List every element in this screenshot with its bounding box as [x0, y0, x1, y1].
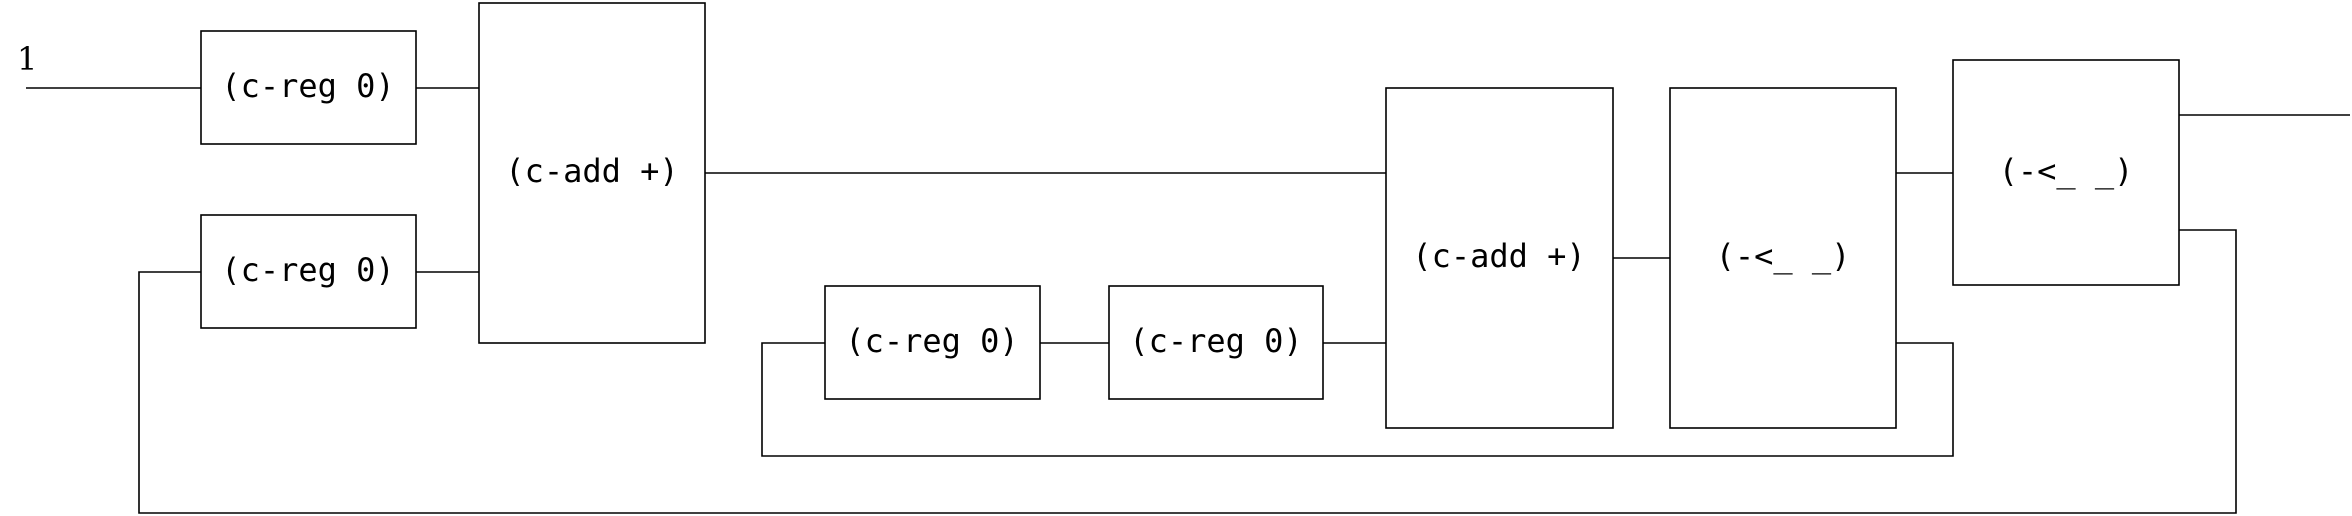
wire-inner-feedback [761, 342, 1954, 457]
wires [26, 87, 2350, 514]
block-split-b-label: (-<_ _) [1999, 152, 2134, 190]
block-reg-d: (c-reg 0) [1108, 285, 1324, 400]
block-split-a-label: (-<_ _) [1716, 237, 1851, 275]
input-label: 1 [17, 40, 37, 78]
wire-outer-feedback [138, 229, 2237, 514]
block-reg-b: (c-reg 0) [200, 214, 417, 329]
block-reg-b-label: (c-reg 0) [221, 251, 394, 289]
block-add-b: (c-add +) [1385, 87, 1614, 429]
block-split-a: (-<_ _) [1669, 87, 1897, 429]
block-reg-d-label: (c-reg 0) [1129, 322, 1302, 360]
block-split-b: (-<_ _) [1952, 59, 2180, 286]
block-reg-c-label: (c-reg 0) [845, 322, 1018, 360]
block-reg-c: (c-reg 0) [824, 285, 1041, 400]
block-reg-a: (c-reg 0) [200, 30, 417, 145]
block-add-a-label: (c-add +) [505, 152, 678, 190]
block-reg-a-label: (c-reg 0) [221, 67, 394, 105]
block-add-a: (c-add +) [478, 2, 706, 344]
block-add-b-label: (c-add +) [1412, 237, 1585, 275]
